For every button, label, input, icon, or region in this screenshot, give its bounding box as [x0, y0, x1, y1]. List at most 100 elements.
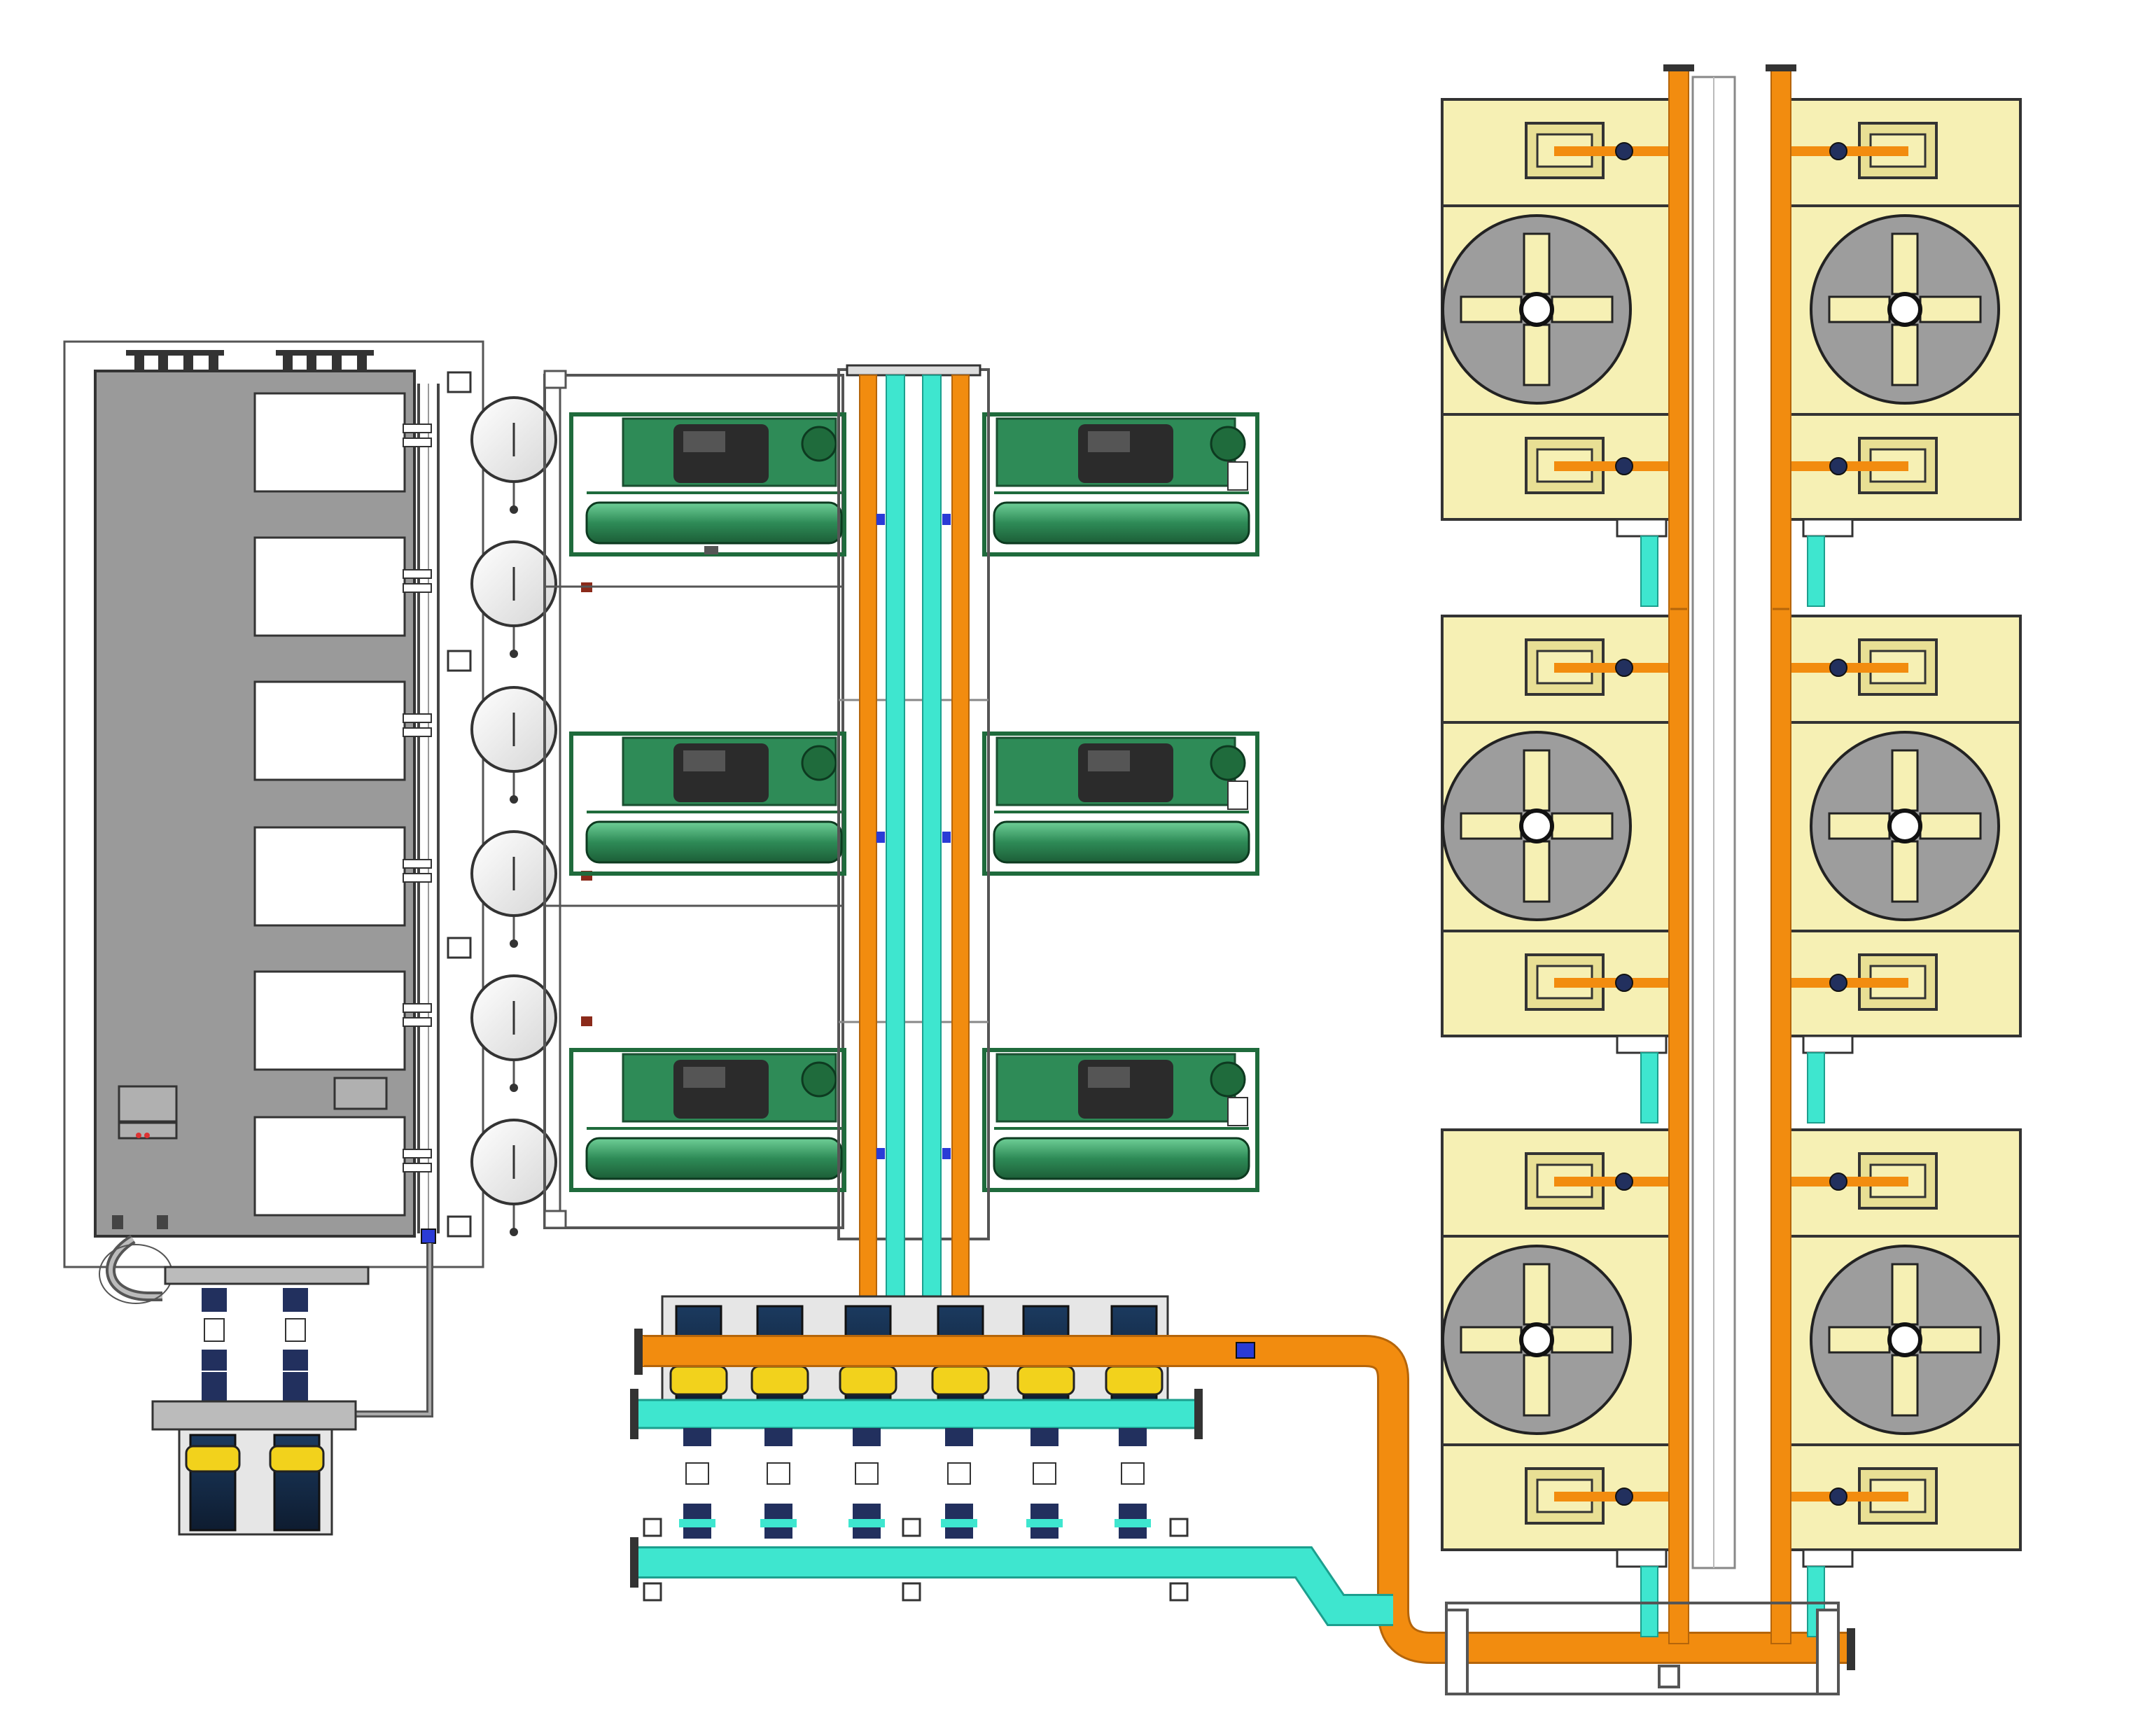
chiller-rack — [543, 370, 844, 1229]
valve-icon — [1615, 457, 1633, 475]
pump-icon — [185, 1434, 241, 1532]
fan-blade — [1828, 1326, 1891, 1354]
fan-hub — [1887, 292, 1922, 327]
valve-icon — [1026, 1428, 1063, 1539]
tower-foot — [1802, 1548, 1854, 1568]
fan-hub — [1519, 292, 1554, 327]
chiller-icon — [982, 412, 1259, 556]
pump-icon — [269, 1434, 325, 1532]
panel-windows — [253, 392, 406, 1217]
flow-meter-icon — [1236, 1342, 1255, 1359]
fan-blade — [1460, 1326, 1523, 1354]
cooling-tower-icon — [1788, 1128, 2022, 1637]
expansion-tank-icon — [470, 1119, 557, 1236]
chiller-shell — [585, 501, 843, 545]
cooling-tower-icon — [1788, 615, 2022, 1124]
panel-rail-brackets — [447, 371, 472, 1238]
fan-blade — [1891, 323, 1919, 386]
valve-icon — [202, 1288, 308, 1404]
fan-blade — [1523, 1354, 1551, 1417]
valve-icon — [679, 1428, 715, 1539]
panel-bottom-pipe-hi — [109, 1237, 162, 1298]
valve-icon — [1615, 142, 1633, 160]
fan-hub — [1887, 1322, 1922, 1357]
fan-blade — [1919, 295, 1982, 323]
tower-outlet-pipe — [1640, 1052, 1658, 1124]
valve-icon — [1829, 457, 1847, 475]
valve-icon — [848, 1428, 885, 1539]
chiller-icon — [982, 1048, 1259, 1192]
expansion-tank-icon — [470, 830, 557, 948]
tower-foot — [1802, 518, 1854, 538]
valve-icon — [1615, 974, 1633, 992]
cooling-tower-icon — [1441, 615, 1675, 1124]
chiller-icon — [569, 412, 846, 556]
fan-blade — [1551, 1326, 1614, 1354]
fan-blade — [1828, 295, 1891, 323]
fan-blade — [1891, 232, 1919, 295]
fan-hub — [1887, 808, 1922, 844]
chilled-header-upper — [630, 1389, 1203, 1439]
expansion-tank-icon — [470, 396, 557, 514]
valve-icon — [1829, 974, 1847, 992]
valve-icon — [1615, 1488, 1633, 1506]
tower-condenser-risers — [1663, 64, 1796, 1644]
fan-blade — [1523, 1263, 1551, 1326]
fan-hub — [1519, 1322, 1554, 1357]
fan-blade — [1891, 749, 1919, 812]
valve-icon — [1115, 1428, 1151, 1539]
fan-blade — [1828, 812, 1891, 840]
valve-icon — [760, 1428, 797, 1539]
chilled-pipe — [922, 374, 942, 1398]
expansion-tank-icon — [470, 686, 557, 804]
fan-blade — [1891, 1263, 1919, 1326]
chiller-shell — [585, 820, 843, 864]
panel-drain-line-inner — [350, 1243, 431, 1415]
fan-hub — [1519, 808, 1554, 844]
tower-foot — [1616, 1548, 1668, 1568]
cooling-tower-bank — [1441, 76, 2022, 1637]
flow-meter-icon — [421, 1228, 436, 1244]
fan-blade — [1919, 812, 1982, 840]
cooling-tower-icon — [1788, 98, 2022, 607]
fan-blade — [1460, 295, 1523, 323]
tower-foot — [1802, 1035, 1854, 1054]
fan-blade — [1523, 232, 1551, 295]
panel-side-rail — [417, 384, 440, 1233]
tank-valves — [581, 582, 592, 1026]
valve-icon — [1829, 1488, 1847, 1506]
chiller-shell — [993, 820, 1250, 864]
panel-feet — [112, 1215, 168, 1229]
fan-blade — [1523, 749, 1551, 812]
tower-outlet-pipe — [1640, 536, 1658, 607]
expansion-tank-icon — [470, 974, 557, 1092]
expansion-tanks — [470, 396, 592, 1236]
fan-blade — [1891, 1354, 1919, 1417]
chiller-icon — [569, 1048, 846, 1192]
condenser-pipe — [859, 374, 877, 1360]
cooling-tower-icon — [1441, 1128, 1675, 1637]
riser-flow-meters — [876, 514, 951, 1159]
chiller-shell — [993, 1137, 1250, 1180]
chilled-pipe — [886, 374, 905, 1398]
central-riser — [837, 364, 990, 1398]
expansion-tank-icon — [470, 540, 557, 658]
fan-blade — [1919, 1326, 1982, 1354]
panel-display — [118, 1077, 388, 1140]
fan-blade — [1460, 812, 1523, 840]
fan-blade — [1891, 840, 1919, 903]
tower-base-frame — [1445, 1602, 1840, 1695]
panel-fittings — [403, 424, 432, 1172]
chiller-icon — [569, 732, 846, 876]
panel-top-connectors — [126, 350, 374, 372]
control-panel-icon — [63, 340, 484, 1418]
valve-icon — [1829, 142, 1847, 160]
valve-icon — [1615, 1172, 1633, 1191]
valve-icon — [941, 1428, 977, 1539]
pump-valve-row — [679, 1428, 1151, 1539]
valve-icon — [1829, 659, 1847, 677]
chiller-shell — [993, 501, 1250, 545]
chiller-shell — [585, 1137, 843, 1180]
tower-outlet-pipe — [1807, 1052, 1825, 1124]
